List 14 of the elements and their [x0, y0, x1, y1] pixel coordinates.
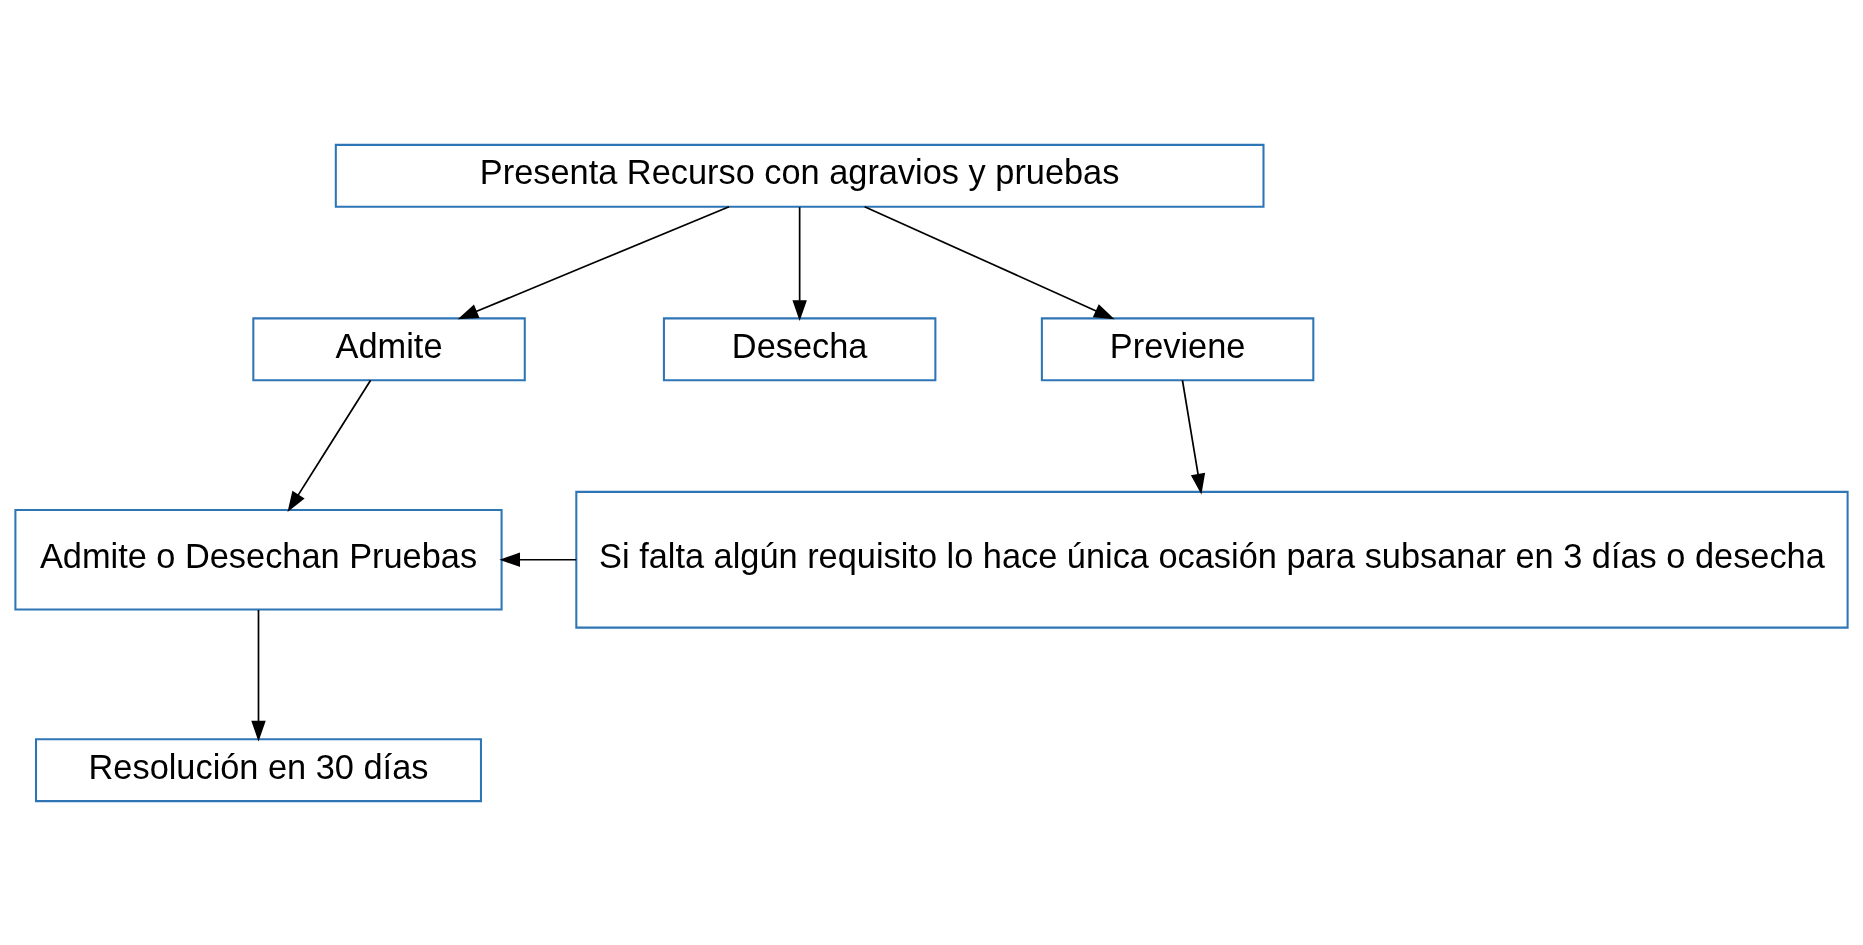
arrow [251, 608, 266, 741]
node-box: Resolución en 30 días [35, 737, 482, 802]
node-box: Desecha [662, 316, 937, 381]
arrow [792, 205, 807, 321]
node-box: Presenta Recurso con agravios y pruebas [334, 143, 1265, 208]
node-box: Si falta algún requisito lo hace única ocasión para subsanar en 3 días o desecha [575, 490, 1849, 629]
arrow [1181, 378, 1206, 494]
node-box: Previene [1040, 316, 1315, 381]
node-box: Admite [252, 316, 526, 381]
node-box: Admite o Desechan Pruebas [14, 508, 503, 611]
arrow [499, 552, 577, 567]
arrow [287, 378, 372, 512]
arrow [457, 205, 730, 319]
arrow [863, 205, 1115, 319]
